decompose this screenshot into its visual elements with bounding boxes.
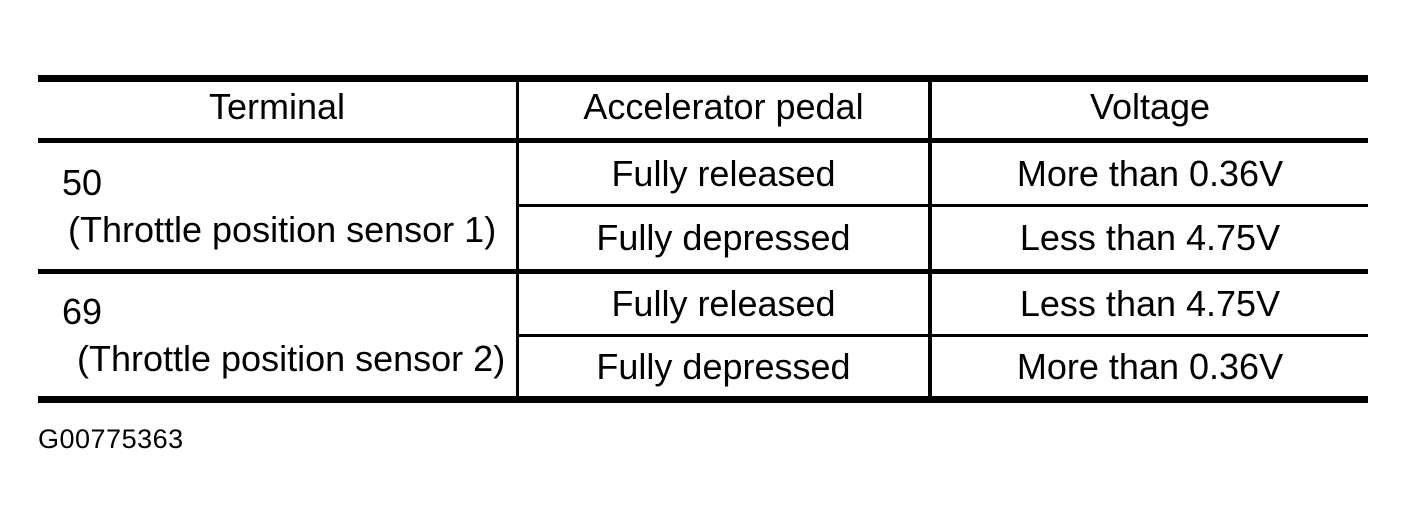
- terminal-cell-50: 50 (Throttle position sensor 1): [38, 143, 516, 269]
- pedal-cell: Fully depressed: [596, 345, 851, 387]
- figure-id: G00775363: [38, 424, 184, 454]
- voltage-spec-table: Terminal Accelerator pedal Voltage 50 (T…: [38, 75, 1368, 403]
- column-header-voltage: Voltage: [1089, 86, 1211, 128]
- terminal-note: (Throttle position sensor 1): [68, 209, 497, 250]
- table-column-rule-2: [928, 75, 932, 403]
- pedal-cell: Fully depressed: [596, 217, 851, 259]
- column-header-terminal: Terminal: [208, 86, 346, 128]
- pedal-cell: Fully released: [611, 152, 836, 194]
- table-subrow-rule-1: [516, 204, 1368, 207]
- terminal-number: 50: [62, 162, 103, 203]
- table-header-rule: [38, 138, 1368, 143]
- table-border-bottom: [38, 396, 1368, 403]
- voltage-cell: Less than 4.75V: [1019, 217, 1281, 259]
- table-column-rule-1: [516, 75, 519, 403]
- table-border-top: [38, 75, 1368, 82]
- voltage-cell: More than 0.36V: [1016, 152, 1284, 194]
- terminal-number: 69: [62, 291, 103, 332]
- column-header-accelerator-pedal: Accelerator pedal: [583, 86, 864, 128]
- terminal-note: (Throttle position sensor 2): [77, 338, 506, 379]
- pedal-cell: Fully released: [611, 283, 836, 325]
- voltage-cell: More than 0.36V: [1016, 345, 1284, 387]
- terminal-cell-69: 69 (Throttle position sensor 2): [38, 274, 516, 396]
- voltage-cell: Less than 4.75V: [1019, 283, 1281, 325]
- table-subrow-rule-2: [516, 334, 1368, 337]
- table-group-rule: [38, 269, 1368, 274]
